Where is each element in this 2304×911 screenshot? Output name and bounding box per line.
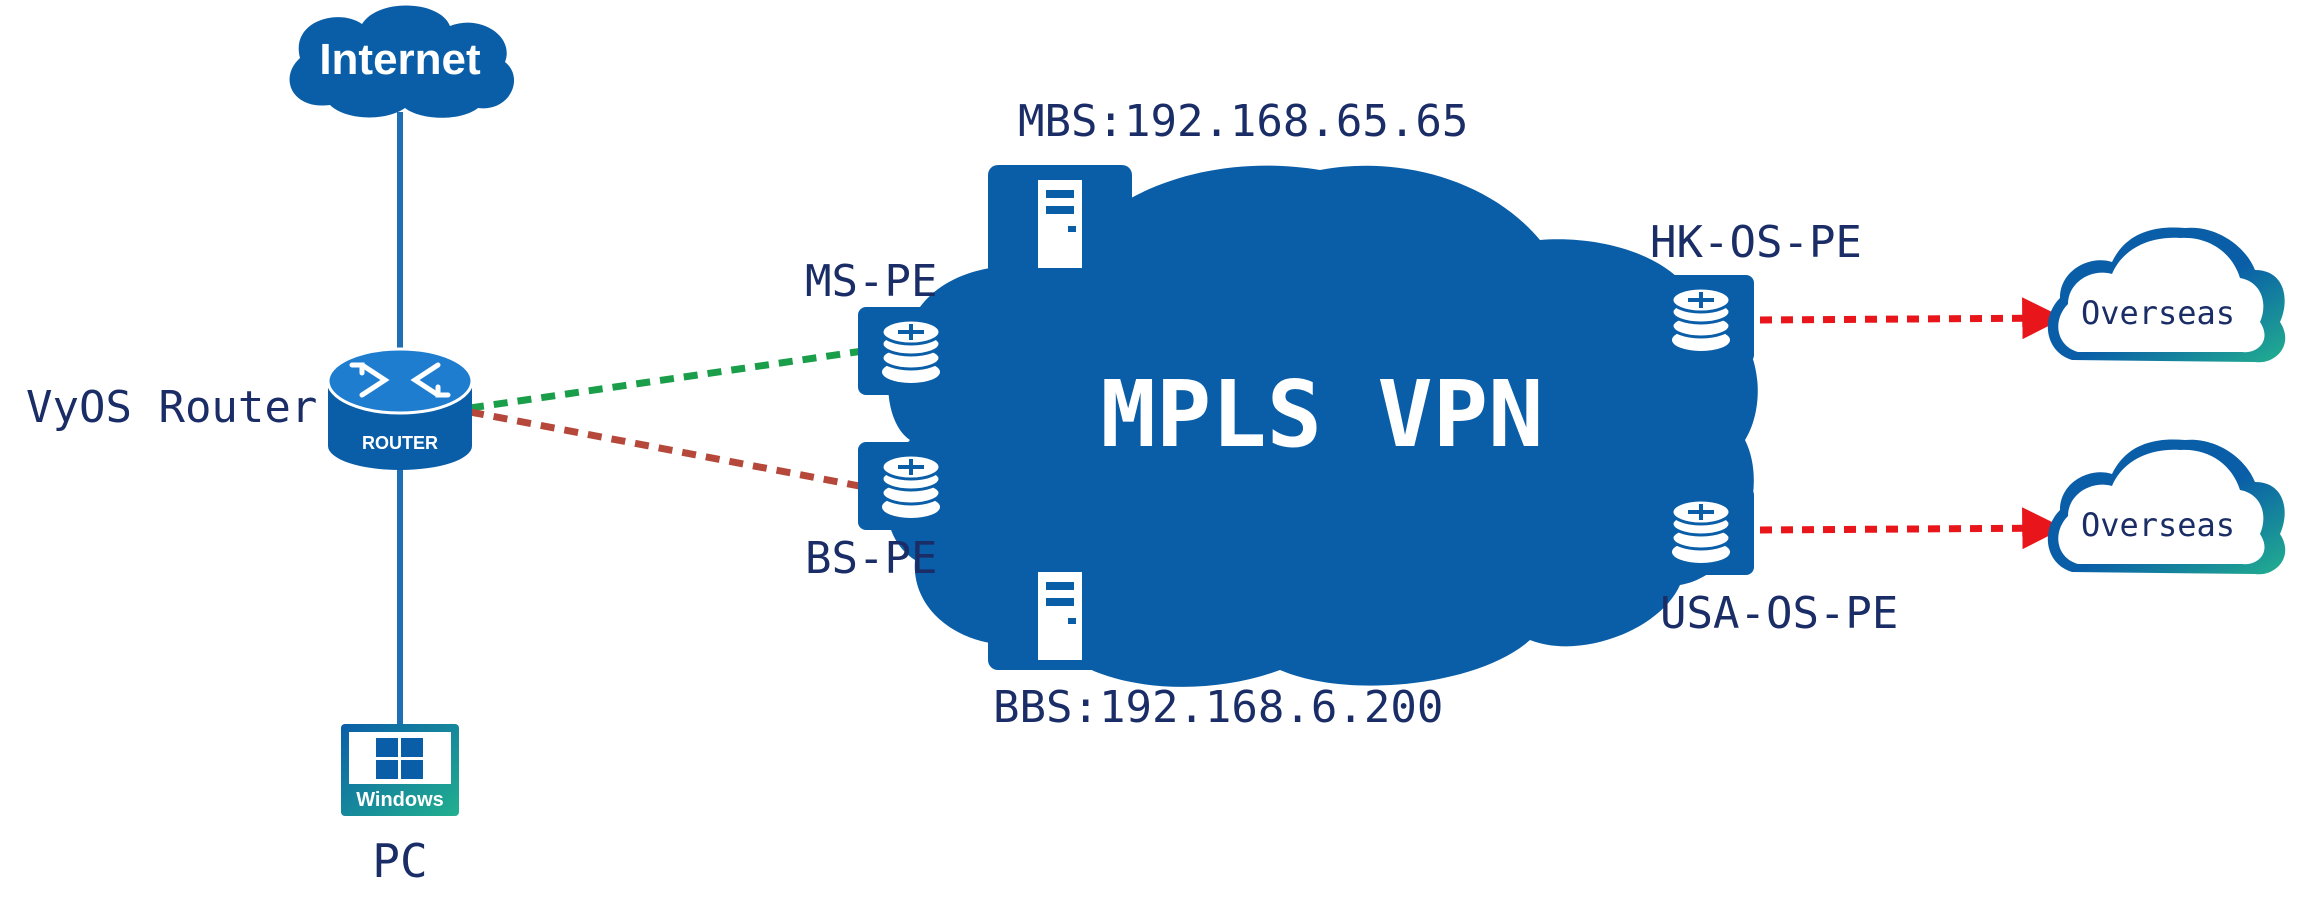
ms-pe-router-stack-icon [858,307,964,395]
router-badge: ROUTER [362,433,438,453]
hk-os-pe-label: HK-OS-PE [1650,217,1862,268]
bs-pe-label: BS-PE [805,533,937,584]
mpls-cloud-label: MPLS VPN [1100,361,1543,468]
bs-pe-router-stack-icon [858,442,964,530]
link-router-ms-pe [469,346,871,412]
bbs-server-icon [988,558,1132,670]
overseas-label-1: Overseas [2081,294,2235,332]
usa-os-pe-router-stack-icon [1648,487,1754,575]
mpls-cloud-icon [886,165,1758,687]
usa-os-pe-label: USA-OS-PE [1660,588,1898,639]
windows-badge: Windows [356,789,444,811]
link-usa-overseas [1759,507,2065,550]
windows-pc-icon: Windows [341,724,459,816]
mbs-server-icon [988,165,1132,277]
mbs-label: MBS:192.168.65.65 [1018,96,1468,147]
link-router-bs-pe [469,408,871,492]
ms-pe-label: MS-PE [805,256,937,307]
internet-cloud-icon [289,5,515,118]
overseas-cloud-icon-1 [2047,227,2286,363]
hk-os-pe-router-stack-icon [1648,275,1754,363]
internet-label: Internet [319,35,481,84]
pc-label: PC [372,834,427,888]
overseas-label-2: Overseas [2081,506,2235,544]
router-icon: ROUTER [326,347,474,470]
link-hk-overseas [1759,297,2065,340]
bbs-label: BBS:192.168.6.200 [993,682,1443,733]
overseas-cloud-icon-2 [2047,439,2286,575]
vyos-router-label: VyOS Router [26,382,317,433]
